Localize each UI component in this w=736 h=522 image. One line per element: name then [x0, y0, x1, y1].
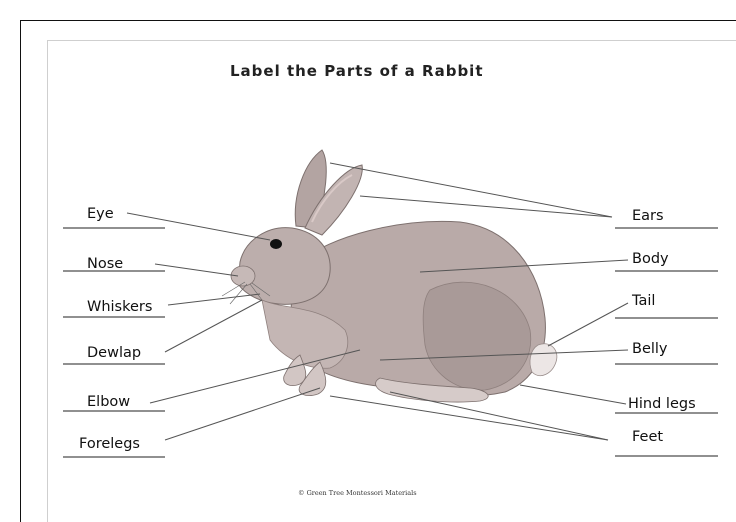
label-eye: Eye — [87, 206, 114, 222]
label-forelegs: Forelegs — [79, 436, 140, 452]
label-belly: Belly — [632, 341, 668, 357]
diagram-title: Label the Parts of a Rabbit — [230, 62, 560, 80]
label-dewlap: Dewlap — [87, 345, 141, 361]
rabbit-illustration — [222, 150, 557, 402]
copyright-credit: © Green Tree Montessori Materials — [298, 489, 518, 497]
label-hind-legs: Hind legs — [628, 396, 696, 412]
label-nose: Nose — [87, 256, 123, 272]
label-ears: Ears — [632, 208, 664, 224]
label-feet: Feet — [632, 429, 663, 445]
label-whiskers: Whiskers — [87, 299, 152, 315]
label-body: Body — [632, 251, 669, 267]
label-elbow: Elbow — [87, 394, 130, 410]
label-tail: Tail — [632, 293, 655, 309]
